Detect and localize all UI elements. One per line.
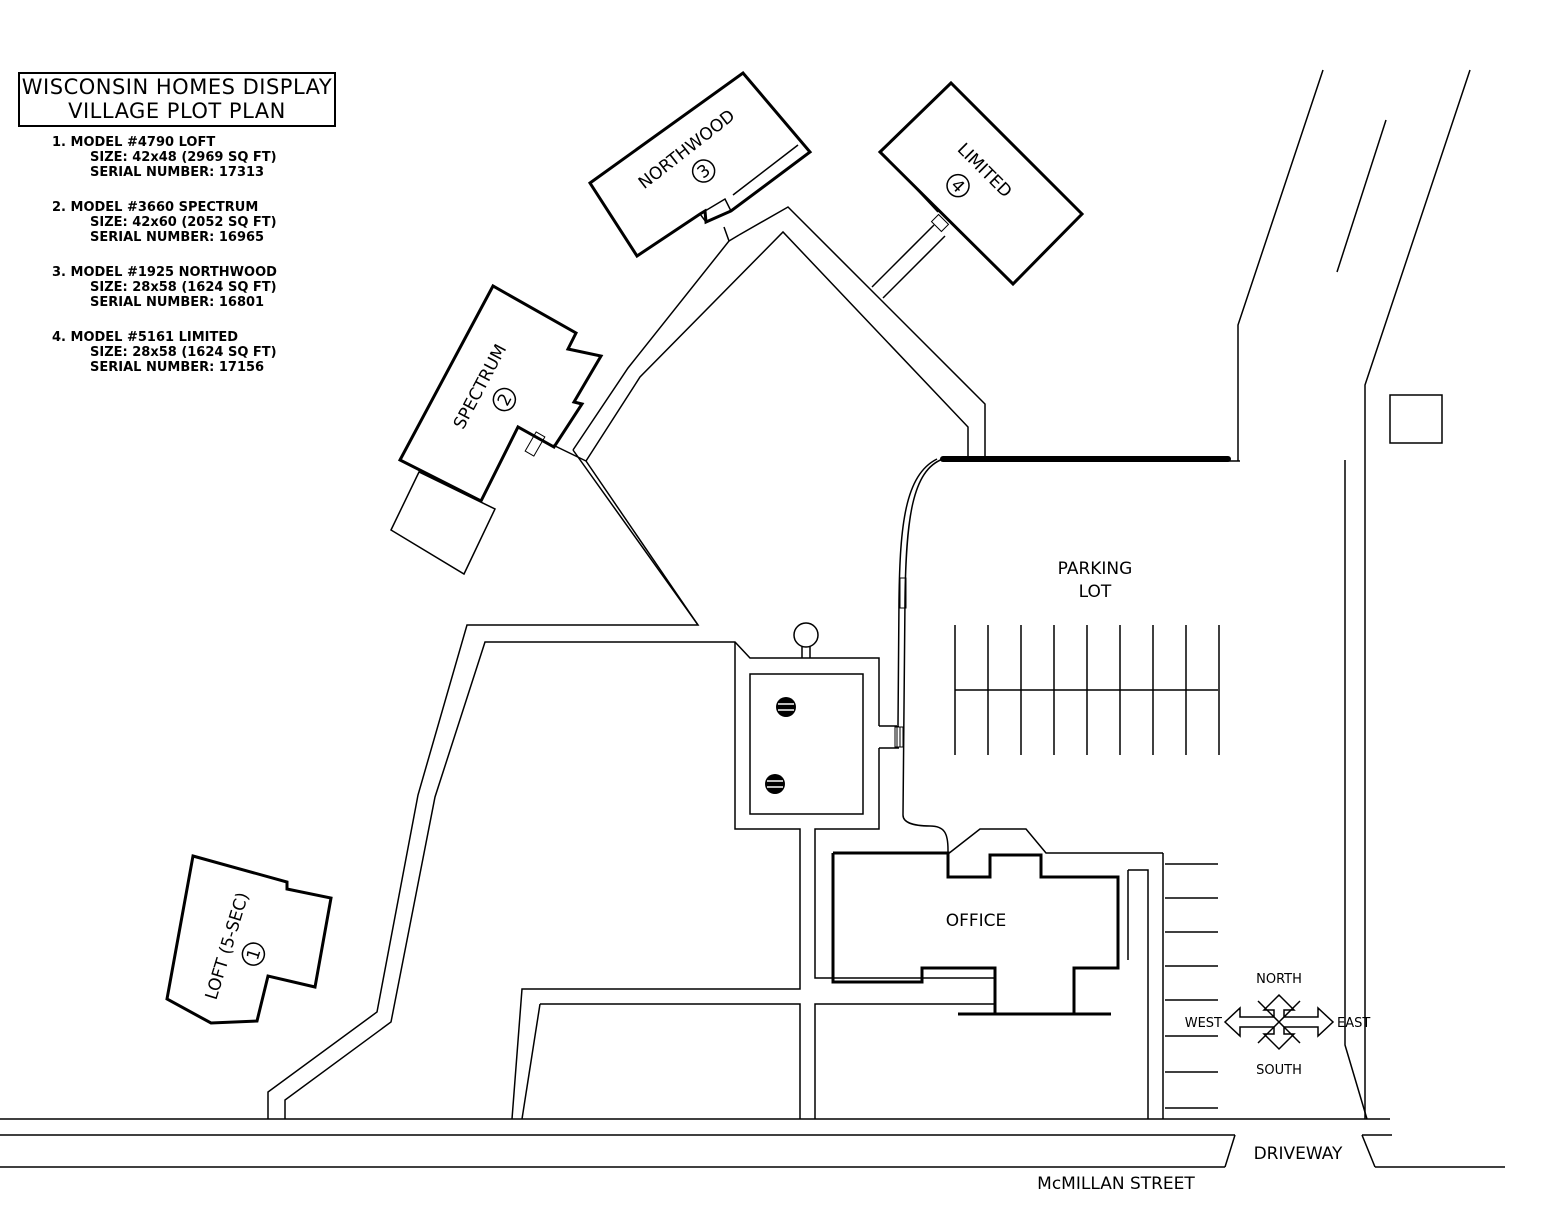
northwood-building: NORTHWOOD 3 <box>587 70 813 259</box>
street-name-label: McMILLAN STREET <box>1037 1174 1195 1194</box>
east-road <box>1237 69 1471 1120</box>
legend-size: SIZE: 28x58 (1624 SQ FT) <box>90 345 277 360</box>
legend-serial: SERIAL NUMBER: 17313 <box>90 165 265 180</box>
legend-entry-2: 2. MODEL #3660 SPECTRUM SIZE: 42x60 (205… <box>52 200 336 245</box>
title-line-1: WISCONSIN HOMES DISPLAY <box>21 75 333 99</box>
legend-heading: 4. MODEL #5161 LIMITED <box>52 330 239 345</box>
loft-number-badge <box>241 942 266 966</box>
parking-stalls <box>954 625 1220 755</box>
mcmillan-street <box>0 1118 1505 1168</box>
limited-building: LIMITED 4 <box>877 80 1085 287</box>
compass-north-label: NORTH <box>1256 972 1302 987</box>
northwood-label: NORTHWOOD <box>635 106 739 193</box>
loft-building: LOFT (5-SEC) 1 <box>165 854 333 1025</box>
sidewalks <box>267 206 1163 1120</box>
office-label: OFFICE <box>946 911 1007 931</box>
limited-number-badge <box>946 173 970 198</box>
legend-size: SIZE: 42x60 (2052 SQ FT) <box>90 215 277 230</box>
legend-serial: SERIAL NUMBER: 16801 <box>90 295 265 310</box>
compass-rose: NORTH SOUTH WEST EAST <box>1185 972 1371 1078</box>
northwood-number-badge <box>691 159 716 183</box>
legend-heading: 1. MODEL #4790 LOFT <box>52 135 216 150</box>
legend-entry-4: 4. MODEL #5161 LIMITED SIZE: 28x58 (1624… <box>52 330 336 375</box>
legend-serial: SERIAL NUMBER: 16965 <box>90 230 265 245</box>
legend-size: SIZE: 28x58 (1624 SQ FT) <box>90 280 277 295</box>
legend-entry-1: 1. MODEL #4790 LOFT SIZE: 42x48 (2969 SQ… <box>52 135 336 180</box>
spectrum-label: SPECTRUM <box>450 341 511 432</box>
parking-lot-label-line1: PARKING <box>1058 559 1133 579</box>
office-building: OFFICE <box>831 851 1120 1016</box>
legend-serial: SERIAL NUMBER: 17156 <box>90 360 265 375</box>
spectrum-building: SPECTRUM 2 <box>390 283 604 576</box>
driveway-label: DRIVEWAY <box>1254 1144 1343 1164</box>
compass-west-label: WEST <box>1185 1016 1222 1031</box>
drain-icon <box>776 697 796 717</box>
legend-entry-3: 3. MODEL #1925 NORTHWOOD SIZE: 28x58 (16… <box>52 265 336 310</box>
compass-south-label: SOUTH <box>1256 1063 1302 1078</box>
title-line-2: VILLAGE PLOT PLAN <box>68 99 286 123</box>
spectrum-number-badge <box>492 387 517 412</box>
limited-label: LIMITED <box>953 140 1016 203</box>
legend-heading: 2. MODEL #3660 SPECTRUM <box>52 200 259 215</box>
utility-box <box>1389 394 1443 444</box>
center-patio <box>749 577 907 815</box>
drain-icon <box>765 774 785 794</box>
compass-arrows-icon <box>1223 993 1335 1051</box>
compass-east-label: EAST <box>1337 1016 1370 1031</box>
legend-heading: 3. MODEL #1925 NORTHWOOD <box>52 265 277 280</box>
parking-curb <box>897 456 1240 854</box>
office-parking-stalls <box>1162 853 1218 1119</box>
parking-lot-label-line2: LOT <box>1079 582 1112 602</box>
legend-size: SIZE: 42x48 (2969 SQ FT) <box>90 150 277 165</box>
title-box: WISCONSIN HOMES DISPLAY VILLAGE PLOT PLA… <box>18 72 336 127</box>
legend: WISCONSIN HOMES DISPLAY VILLAGE PLOT PLA… <box>18 72 336 375</box>
